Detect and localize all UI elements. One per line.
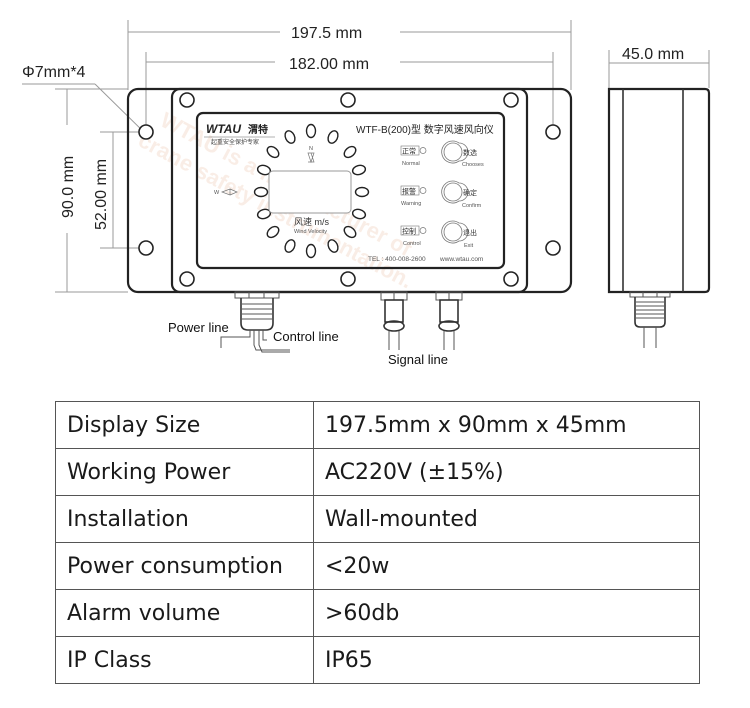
spec-table: Display Size 197.5mm x 90mm x 45mm Worki… — [55, 401, 700, 684]
west-arrow-icon — [221, 188, 238, 196]
indicator-control-en: Control — [403, 241, 421, 247]
indicator-normal: 正常 Normal — [400, 145, 427, 167]
indicator-warning: 报警 Warning — [400, 185, 427, 207]
table-row: Installation Wall-mounted — [55, 495, 700, 543]
footer-website: www.wtau.com — [439, 256, 483, 263]
mount-hole — [138, 240, 154, 256]
table-row: Power consumption <20w — [55, 542, 700, 590]
table-row: Display Size 197.5mm x 90mm x 45mm — [55, 401, 700, 449]
signal-cable-gland-1 — [380, 291, 408, 350]
footer-tel: TEL : 400-008-2600 — [368, 256, 426, 263]
wind-direction-led-ring — [253, 123, 370, 259]
spec-value: AC220V (±15%) — [313, 448, 700, 496]
dim-45-label: 45.0 mm — [622, 46, 684, 63]
mount-hole — [138, 124, 154, 140]
mount-hole — [545, 124, 561, 140]
button-confirm-cn: 确定 — [463, 188, 477, 197]
lcd-display-window — [268, 170, 352, 214]
screw-icon — [503, 271, 519, 287]
side-view: 45.0 mm — [607, 46, 711, 348]
wind-speed-label: 风速 m/s — [294, 217, 329, 227]
table-row: IP Class IP65 — [55, 636, 700, 684]
dimension-drawing: WTAU is a manufacturer of crane safety i… — [22, 20, 711, 367]
signal-cable-gland-2 — [435, 291, 463, 350]
brand-slogan: 起重安全保护专家 — [211, 138, 259, 146]
spec-key: Display Size — [55, 401, 314, 449]
spec-key: Power consumption — [55, 542, 314, 590]
indicator-control-cn: 控制 — [402, 227, 416, 236]
spec-value: 197.5mm x 90mm x 45mm — [313, 401, 700, 449]
button-chooses[interactable]: 数选 Chooses — [441, 140, 484, 168]
mount-hole-note: Φ7mm*4 — [22, 64, 151, 139]
screw-icon — [179, 271, 195, 287]
indicator-normal-en: Normal — [402, 161, 420, 167]
compass-west: W — [214, 188, 238, 196]
dim-90-label: 90.0 mm — [60, 156, 77, 218]
wind-velocity-label: Wind Velocity — [294, 229, 327, 235]
spec-key: Alarm volume — [55, 589, 314, 637]
spec-key: Working Power — [55, 448, 314, 496]
brand-logo-text: WTAU — [206, 122, 241, 136]
power-cable-gland — [220, 291, 290, 353]
brand-cn-text: 渭特 — [248, 123, 268, 136]
led-icon — [419, 227, 427, 234]
dim-overall-width: 197.5 mm — [127, 20, 572, 90]
table-row: Working Power AC220V (±15%) — [55, 448, 700, 496]
screw-icon — [179, 92, 195, 108]
button-exit-cn: 退出 — [463, 228, 477, 237]
compass-north: N — [307, 146, 315, 164]
spec-key: IP Class — [55, 636, 314, 684]
indicator-normal-cn: 正常 — [402, 147, 416, 156]
screw-icon — [503, 92, 519, 108]
indicator-warning-cn: 报警 — [402, 187, 416, 196]
screw-icon — [340, 271, 356, 287]
enclosure-front — [126, 87, 573, 294]
button-exit-en: Exit — [464, 243, 474, 249]
button-confirm-en: Confirm — [462, 203, 482, 209]
led-icon — [419, 187, 427, 194]
north-label: N — [309, 146, 313, 152]
model-title: WTF-B(200)型 数字风速风向仪 — [356, 123, 494, 136]
power-line-label: Power line — [168, 320, 229, 335]
signal-line-label: Signal line — [388, 352, 448, 367]
spec-value: IP65 — [313, 636, 700, 684]
brand-logo: WTAU 渭特 起重安全保护专家 — [204, 122, 275, 146]
dim-52-label: 52.00 mm — [93, 159, 110, 230]
spec-value: Wall-mounted — [313, 495, 700, 543]
screw-icon — [340, 92, 356, 108]
control-line-label: Control line — [273, 329, 339, 344]
west-label: W — [214, 190, 220, 196]
indicator-warning-en: Warning — [401, 201, 421, 207]
dim-hole-spacing-width: 182.00 mm — [145, 52, 554, 130]
indicator-control: 控制 Control — [400, 225, 427, 247]
spec-value: <20w — [313, 542, 700, 590]
led-icon — [419, 147, 427, 154]
north-arrow-icon — [307, 152, 315, 164]
spec-key: Installation — [55, 495, 314, 543]
button-exit[interactable]: 退出 Exit — [441, 220, 477, 249]
mount-hole — [545, 240, 561, 256]
button-chooses-cn: 数选 — [463, 148, 477, 157]
dim-182-label: 182.00 mm — [289, 56, 369, 73]
hole-note-label: Φ7mm*4 — [22, 64, 86, 81]
button-chooses-en: Chooses — [462, 162, 484, 168]
dim-overall-height: 90.0 mm — [55, 88, 128, 293]
button-confirm[interactable]: 确定 Confirm — [441, 180, 482, 209]
table-row: Alarm volume >60db — [55, 589, 700, 637]
spec-value: >60db — [313, 589, 700, 637]
dim-197-5-label: 197.5 mm — [291, 25, 362, 42]
